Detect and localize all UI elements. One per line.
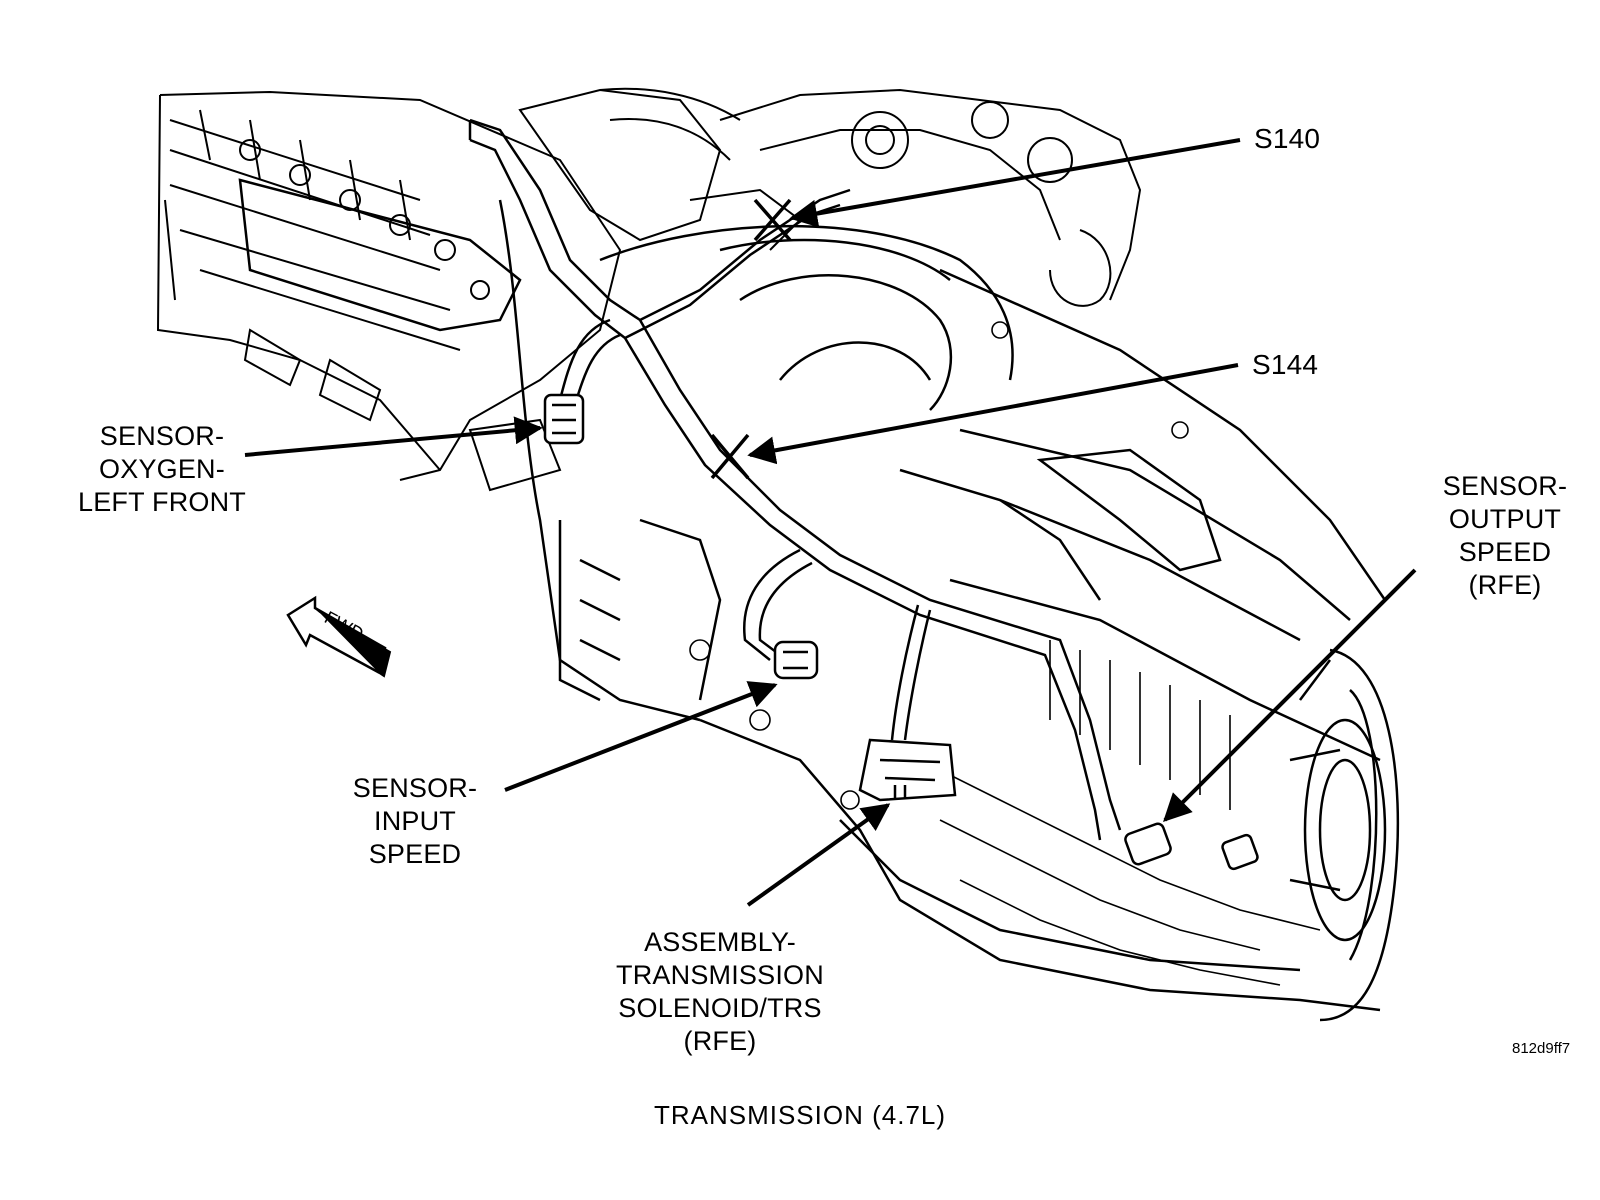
callout-line: SPEED (1458, 537, 1552, 567)
connectors (543, 393, 1259, 871)
callout-line: OUTPUT (1448, 504, 1562, 534)
leader-arrows (244, 138, 1417, 907)
callout-s140: S140 (1254, 123, 1321, 154)
callout-line: ASSEMBLY- (644, 927, 796, 957)
engine-accessories (689, 88, 1142, 307)
callout-line: SENSOR- (99, 421, 225, 451)
oxygen-sensor-connector (543, 393, 585, 445)
solenoid-leader (746, 803, 891, 907)
callout-line: SPEED (368, 839, 462, 869)
figure-caption: TRANSMISSION (4.7L) (653, 1100, 947, 1130)
callout-line: (RFE) (683, 1026, 757, 1056)
callout-line: LEFT FRONT (77, 487, 246, 517)
splice-s140-marker (753, 198, 792, 242)
wiring-harness (468, 118, 1122, 841)
callout-output-speed-sensor: SENSOR- OUTPUT SPEED (RFE) (1430, 470, 1580, 602)
callout-line: INPUT (374, 806, 456, 836)
splice-markers (710, 198, 792, 480)
callout-line: SOLENOID/TRS (618, 993, 822, 1023)
case-ribs (689, 321, 1321, 986)
tail-housing (1289, 648, 1400, 1022)
figure-code: 812d9ff7 (1512, 1040, 1571, 1057)
output-speed-sensor-connector (1124, 822, 1259, 871)
callout-s144: S144 (1252, 349, 1319, 380)
callout-line: SENSOR- (352, 773, 478, 803)
s144-leader (747, 363, 1239, 465)
output-speed-leader (1163, 568, 1417, 822)
solenoid-assembly-connector (858, 738, 957, 802)
transmission-case (498, 199, 1387, 1012)
callout-line: (RFE) (1468, 570, 1542, 600)
s140-leader (789, 138, 1241, 228)
splice-s144-marker (710, 433, 750, 480)
callout-oxygen-sensor: SENSOR- OXYGEN- LEFT FRONT (52, 420, 272, 519)
callout-line: SENSOR- (1442, 471, 1568, 501)
input-speed-sensor-connector (773, 640, 819, 680)
callout-input-speed-sensor: SENSOR- INPUT SPEED (330, 772, 500, 871)
engine-block (156, 87, 741, 492)
input-speed-leader (504, 681, 778, 792)
callout-solenoid-assembly: ASSEMBLY- TRANSMISSION SOLENOID/TRS (RFE… (590, 926, 850, 1058)
callout-line: TRANSMISSION (616, 960, 824, 990)
forward-direction-arrow: FWD (286, 595, 392, 678)
callout-line: OXYGEN- (99, 454, 225, 484)
oxygen-sensor-leader (244, 416, 543, 457)
